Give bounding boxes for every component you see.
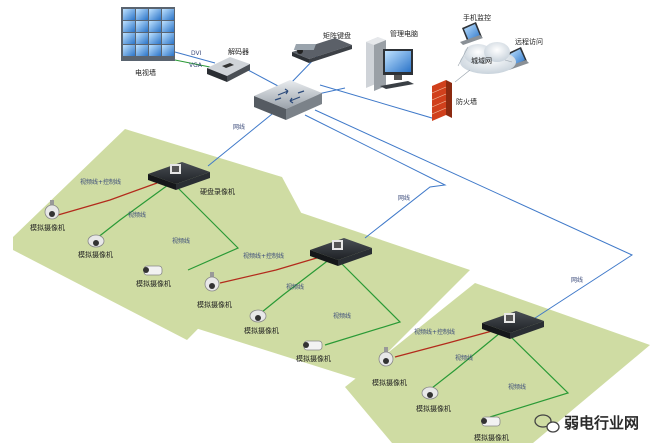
camera-label-right-1: 模拟摄像机 xyxy=(372,378,407,387)
bullet-camera-middle-icon xyxy=(303,340,323,351)
vga-label: VGA xyxy=(189,62,203,69)
video-label-left-2: 视频线 xyxy=(172,237,190,245)
video-label-right-2: 视频线 xyxy=(508,383,526,391)
ptz-camera-left-icon xyxy=(44,200,60,220)
camera-label-middle-3: 模拟摄像机 xyxy=(296,354,331,363)
wechat-icon xyxy=(534,414,560,433)
video-label-left-1: 视频线 xyxy=(128,211,146,219)
dome-camera-left-icon xyxy=(87,234,105,248)
control-lines xyxy=(57,182,493,358)
cloud-link-remote xyxy=(504,59,513,63)
video-label-middle-2: 视频线 xyxy=(333,312,351,320)
watermark-text: 弱电行业网 xyxy=(564,414,639,432)
mobile-monitor-label: 手机监控 xyxy=(463,13,491,22)
network-lines xyxy=(207,54,634,321)
video-wall-icon xyxy=(121,7,175,61)
bullet-camera-right-icon xyxy=(481,416,501,427)
video-wall-label: 电视墙 xyxy=(135,68,156,77)
firewall-icon xyxy=(431,80,452,121)
camera-label-left-3: 模拟摄像机 xyxy=(136,279,171,288)
bullet-camera-left-icon xyxy=(143,265,163,276)
video-lines xyxy=(96,184,570,418)
camera-label-middle-2: 模拟摄像机 xyxy=(244,326,279,335)
camera-label-left-1: 模拟摄像机 xyxy=(30,223,65,232)
mgmt-pc-icon xyxy=(366,37,414,91)
decoder-label: 解码器 xyxy=(228,47,249,56)
control-label-left: 视频线+控制线 xyxy=(80,178,121,186)
internet-label: 城域网 xyxy=(471,56,492,65)
decoder-icon xyxy=(207,57,250,82)
matrix-keyboard-label: 矩阵键盘 xyxy=(323,31,351,40)
dvi-vga-lines xyxy=(174,51,216,69)
dvr-left-icon xyxy=(148,162,210,190)
ptz-camera-middle-icon xyxy=(204,272,220,292)
internet-cloud-icon xyxy=(460,42,516,74)
network-label-3: 网线 xyxy=(571,276,583,284)
zone-middle xyxy=(170,209,470,380)
ptz-camera-right-icon xyxy=(378,347,394,367)
cloud-link-firewall xyxy=(454,69,471,83)
dvr-right-icon xyxy=(482,311,544,339)
mobile-monitor-icon xyxy=(460,22,483,45)
dvr-middle-icon xyxy=(310,238,372,266)
network-label-1: 网线 xyxy=(233,123,245,131)
mgmt-pc-label: 管理电脑 xyxy=(390,29,418,38)
camera-label-left-2: 模拟摄像机 xyxy=(78,250,113,259)
camera-label-right-3: 模拟摄像机 xyxy=(474,433,509,442)
control-label-right: 视频线+控制线 xyxy=(414,328,455,336)
network-label-2: 网线 xyxy=(398,194,410,202)
cloud-link-mobile xyxy=(457,46,469,67)
matrix-keyboard-icon xyxy=(292,38,352,63)
dome-camera-middle-icon xyxy=(249,309,267,323)
dome-camera-right-icon xyxy=(421,386,439,400)
dvr-left-label: 硬盘录像机 xyxy=(200,187,235,196)
remote-access-label: 远程访问 xyxy=(515,37,543,46)
control-label-middle: 视频线+控制线 xyxy=(243,252,284,260)
dvi-label: DVI xyxy=(191,50,202,57)
camera-label-middle-1: 模拟摄像机 xyxy=(197,300,232,309)
zone-right xyxy=(345,283,650,443)
video-label-middle-1: 视频线 xyxy=(286,283,304,291)
video-label-right-1: 视频线 xyxy=(455,354,473,362)
camera-label-right-2: 模拟摄像机 xyxy=(416,404,451,413)
firewall-label: 防火墙 xyxy=(456,97,477,106)
core-switch-icon xyxy=(254,80,322,120)
